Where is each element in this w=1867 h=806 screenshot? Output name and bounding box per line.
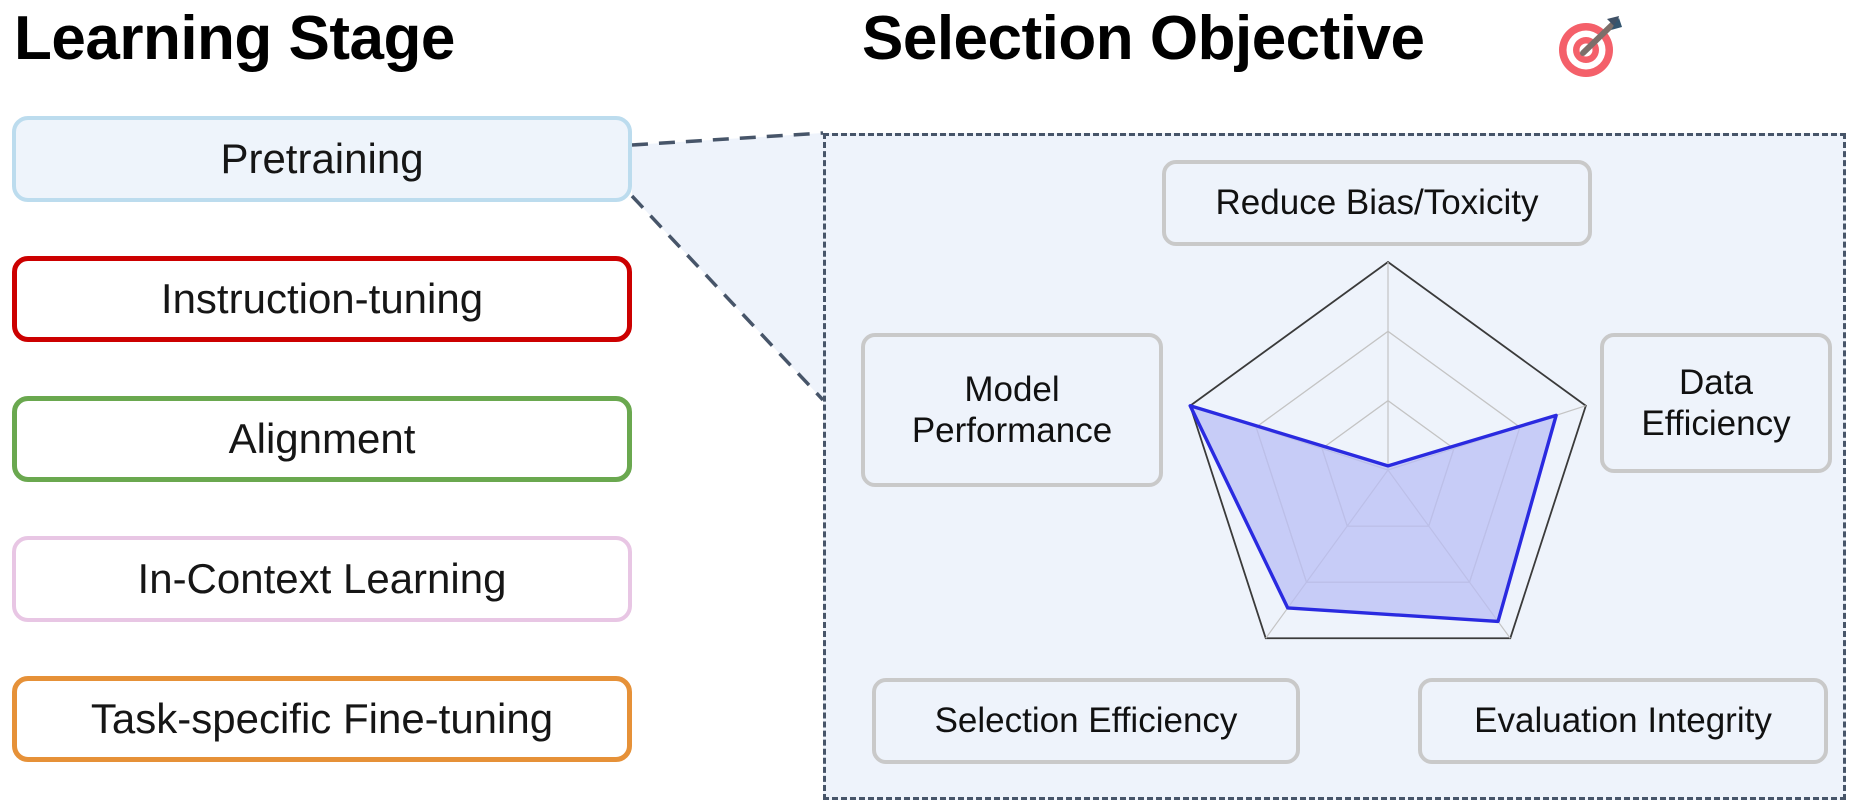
page-title-selection-objective: Selection Objective bbox=[862, 4, 1425, 73]
radar-series-polygon bbox=[1188, 404, 1558, 624]
radar-ring-edge bbox=[1255, 330, 1389, 428]
objective-chip-model-performance[interactable]: Model Performance bbox=[861, 333, 1163, 487]
objective-chip-label: Data Efficiency bbox=[1641, 362, 1791, 443]
selection-objective-radar-chart bbox=[1188, 260, 1587, 640]
objective-chip-label: Selection Efficiency bbox=[934, 701, 1238, 741]
radar-ring-edge bbox=[1387, 330, 1521, 428]
stage-box-in-context-learning[interactable]: In-Context Learning bbox=[12, 536, 632, 622]
objective-chip-data-efficiency[interactable]: Data Efficiency bbox=[1600, 333, 1832, 473]
objective-chip-evaluation-integrity[interactable]: Evaluation Integrity bbox=[1418, 678, 1828, 764]
stage-label: In-Context Learning bbox=[137, 555, 507, 602]
radar-ring-edge bbox=[1321, 400, 1389, 450]
radar-ring bbox=[1189, 260, 1587, 640]
objective-chip-label: Reduce Bias/Toxicity bbox=[1215, 183, 1539, 223]
stage-label: Pretraining bbox=[220, 135, 424, 182]
connector-line-top bbox=[631, 131, 824, 147]
stage-label: Task-specific Fine-tuning bbox=[90, 695, 554, 742]
radar-series-pretraining bbox=[1188, 404, 1558, 624]
stage-box-task-specific-fine-tuning[interactable]: Task-specific Fine-tuning bbox=[12, 676, 632, 762]
target-dart-icon bbox=[1559, 16, 1622, 77]
radar-ring-edge bbox=[1387, 400, 1455, 450]
stage-box-alignment[interactable]: Alignment bbox=[12, 396, 632, 482]
stage-label: Instruction-tuning bbox=[160, 275, 484, 322]
page-title-learning-stage: Learning Stage bbox=[14, 4, 455, 73]
objective-chip-reduce-bias-toxicity[interactable]: Reduce Bias/Toxicity bbox=[1162, 160, 1592, 246]
connector-shading bbox=[632, 133, 823, 400]
stage-box-instruction-tuning[interactable]: Instruction-tuning bbox=[12, 256, 632, 342]
objective-chip-selection-efficiency[interactable]: Selection Efficiency bbox=[872, 678, 1300, 764]
stage-box-pretraining[interactable]: Pretraining bbox=[12, 116, 632, 202]
objective-chip-label: Model Performance bbox=[911, 369, 1113, 450]
objective-chip-label: Evaluation Integrity bbox=[1474, 701, 1772, 741]
connector-line-bottom bbox=[630, 194, 825, 402]
stage-label: Alignment bbox=[228, 415, 416, 462]
